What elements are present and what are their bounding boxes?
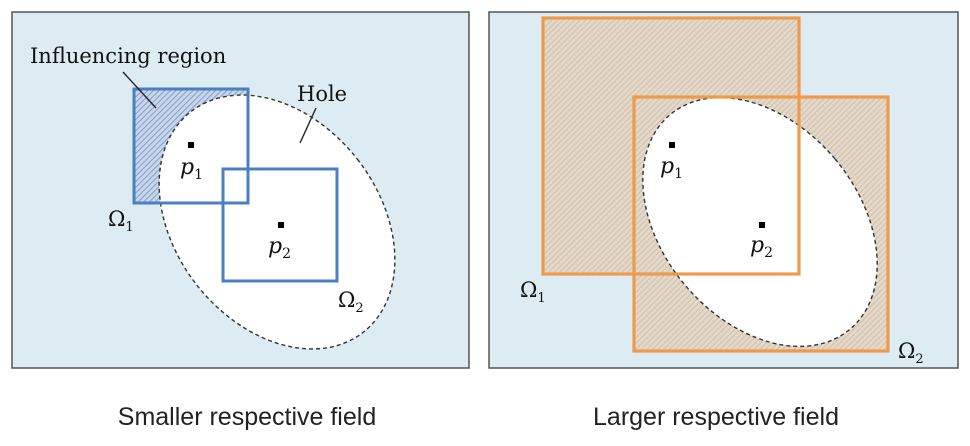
point2-marker xyxy=(278,222,284,228)
point1-marker xyxy=(188,142,194,148)
point1-marker-right xyxy=(669,142,675,148)
left-caption: Smaller respective field xyxy=(118,403,376,431)
point2-marker-right xyxy=(759,222,765,228)
point2-label: p2 xyxy=(268,234,291,262)
left-panel: p1 p2 Influencing region Hole Ω1 Ω2 xyxy=(11,11,470,369)
right-caption: Larger respective field xyxy=(593,403,839,431)
omega1-box xyxy=(132,87,250,205)
influencing-region-label: Influencing region xyxy=(30,44,226,68)
omega1-label-right: Ω1 xyxy=(520,278,546,306)
omega2-label: Ω2 xyxy=(338,288,364,316)
hole-leader xyxy=(299,107,317,144)
point2-label-right: p2 xyxy=(750,233,773,261)
hole xyxy=(158,94,396,350)
omega2-box xyxy=(221,167,339,283)
omega1-label: Ω1 xyxy=(108,207,134,235)
point1-label-right: p1 xyxy=(660,154,683,182)
right-panel: p1 p2 Ω1 Ω2 xyxy=(488,11,959,369)
omega2-label-right: Ω2 xyxy=(898,339,924,367)
point1-label: p1 xyxy=(180,155,203,183)
influencing-region-leader xyxy=(122,71,157,109)
omega2-box-right xyxy=(632,95,890,353)
hole-label: Hole xyxy=(297,82,347,106)
omega1-box-right xyxy=(541,16,801,276)
